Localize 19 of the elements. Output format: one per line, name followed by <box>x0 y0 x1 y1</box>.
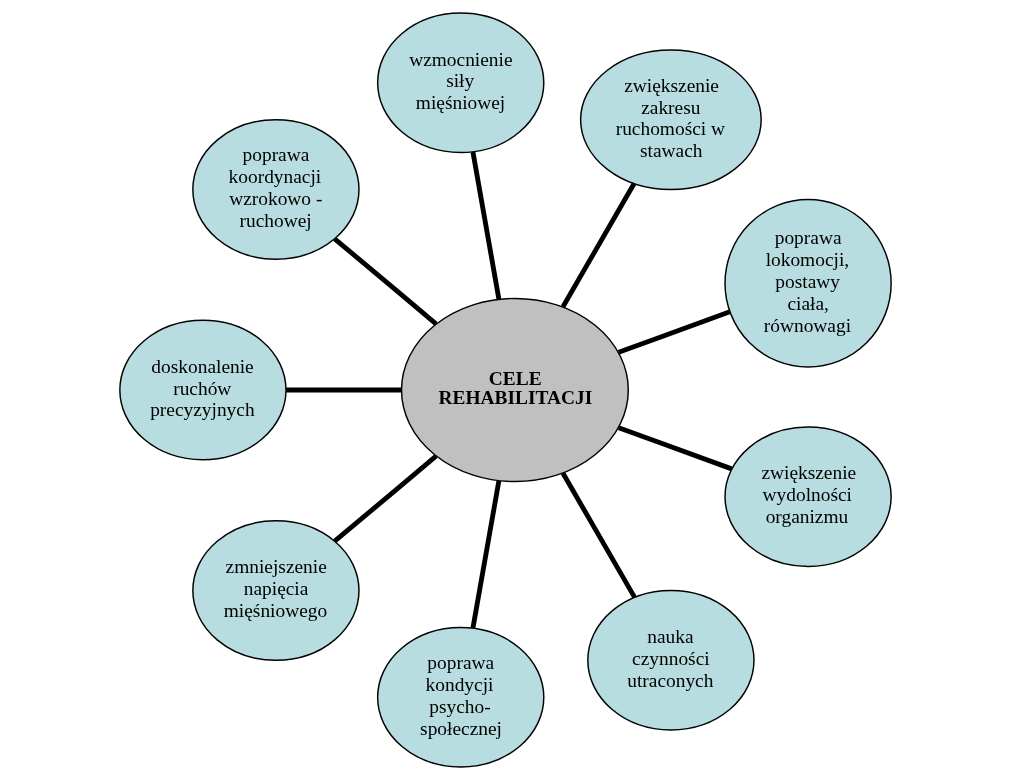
node-ellipse: poprawa koordynacji wzrokowo - ruchowej <box>192 119 360 260</box>
connector <box>617 309 731 355</box>
connector <box>470 480 502 629</box>
node-ellipse: zwiększenie zakresu ruchomości w stawach <box>579 49 762 191</box>
node-ellipse: zmniejszenie napięcia mięśniowego <box>192 520 360 661</box>
connector <box>470 151 502 300</box>
node-ellipse: doskonalenie ruchów precyzyjnych <box>119 319 287 461</box>
node-circle: poprawa lokomocji, postawy ciała, równowagi <box>724 198 892 368</box>
connector <box>333 236 438 326</box>
node-ellipse: wzmocnienie siły mięśniowej <box>376 12 545 154</box>
node-ellipse: poprawa kondycji psycho- społecznej <box>376 626 545 768</box>
connector <box>560 472 637 599</box>
node-ellipse: CELE REHABILITACJI <box>400 297 630 483</box>
connector <box>617 425 733 472</box>
node-ellipse: zwiększenie wydolności organizmu <box>724 426 892 568</box>
connector <box>286 387 402 393</box>
connector <box>333 454 438 544</box>
node-ellipse: nauka czynności utraconych <box>587 589 755 731</box>
connector <box>560 182 637 308</box>
